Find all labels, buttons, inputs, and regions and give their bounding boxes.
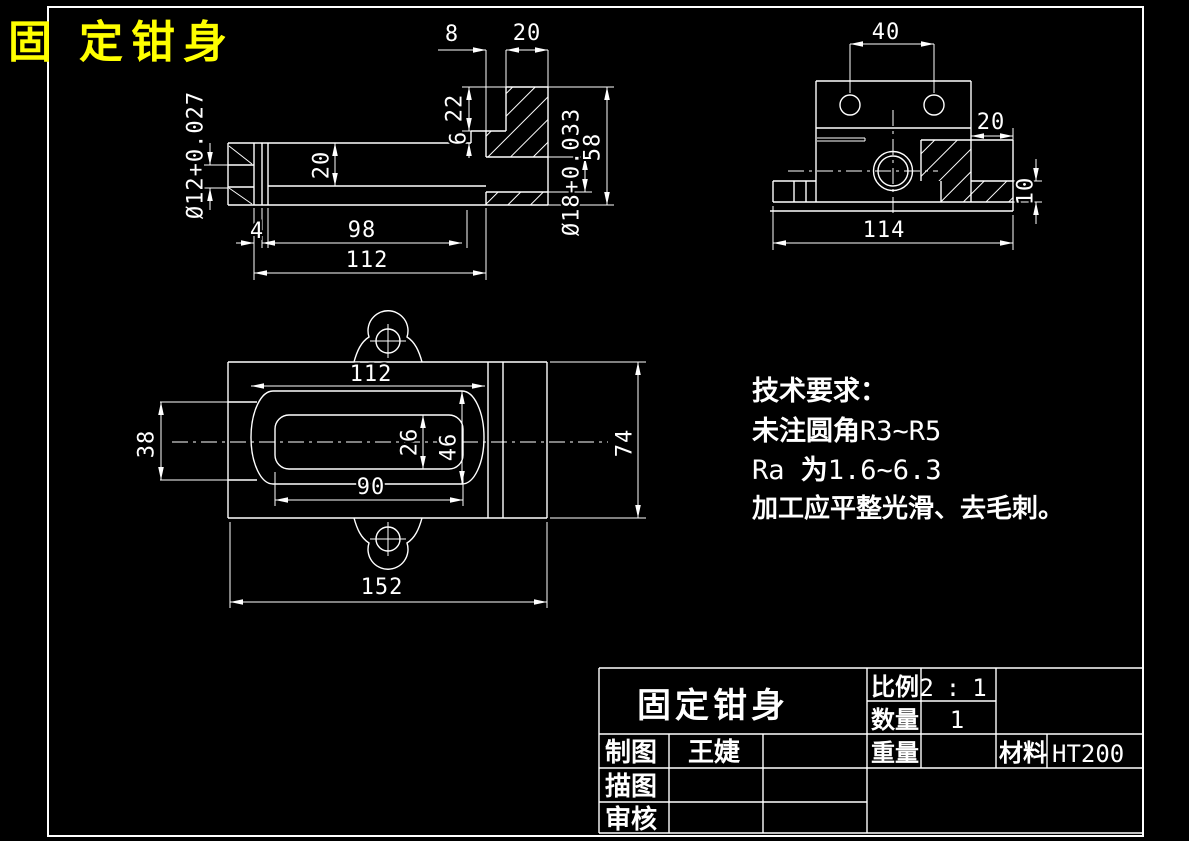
- bottom-lug: [353, 517, 423, 570]
- technical-requirements: 技术要求： 未注圆角R3~R5 Ra 为1.6~6.3 加工应平整光滑、去毛刺。: [752, 376, 1064, 523]
- dim-body-height: 74: [613, 429, 638, 458]
- side-view: 40 20 10 114: [770, 18, 1042, 250]
- dim-inner-length: 98: [348, 218, 377, 243]
- front-part-outline: [227, 86, 549, 206]
- drawn-value: 王婕: [688, 738, 740, 767]
- scale-label: 比例: [871, 674, 919, 701]
- page-title: 固 定钳身: [8, 18, 235, 67]
- dim-notch-depth: 22: [443, 94, 468, 123]
- hatch-area: [486, 131, 548, 157]
- top-lug: [353, 310, 423, 363]
- hatch-area: [486, 192, 548, 205]
- qty-value: 1: [950, 706, 964, 734]
- bolt-hole: [839, 94, 861, 116]
- hatch-area: [506, 87, 548, 131]
- qty-label: 数量: [871, 707, 919, 734]
- title-block-grid: [598, 667, 1144, 834]
- tech-req-ra-label: Ra: [752, 455, 801, 486]
- dim-slot-length: 112: [350, 362, 393, 387]
- tech-req-fillet-cn: 未注圆角: [752, 415, 860, 446]
- tech-req-finish: 加工应平整光滑、去毛刺。: [752, 493, 1064, 523]
- front-section-view: 8 20 22 6 58 Ø18+0.033 Ø12+0.027 20 4 98…: [182, 19, 614, 280]
- dim-overall-width: 114: [863, 218, 906, 243]
- dim-overall-height: 58: [581, 133, 606, 162]
- tech-req-fillet-val: R3~R5: [860, 416, 941, 447]
- dim-opening-width: 38: [135, 430, 160, 459]
- side-part-outline: [770, 80, 1014, 218]
- dim-pin-bore: Ø12+0.027: [184, 91, 209, 219]
- scale-value: 2:1: [919, 674, 998, 702]
- dim-inner-slot-width: 26: [398, 428, 423, 457]
- front-dimensions: 8 20 22 6 58 Ø18+0.033 Ø12+0.027 20 4 98…: [182, 19, 614, 280]
- slot-right-end: [461, 390, 485, 485]
- tech-req-fillet: 未注圆角R3~R5: [752, 415, 941, 447]
- dim-plate-thickness: 4: [250, 219, 264, 244]
- material-value: HT200: [1052, 740, 1124, 768]
- hatch-area: [941, 181, 1013, 202]
- dim-outer-length: 112: [346, 248, 389, 273]
- dim-bore: Ø18+0.033: [560, 108, 585, 236]
- tech-req-ra: Ra 为1.6~6.3: [752, 455, 942, 486]
- dim-channel-height: 20: [310, 151, 335, 180]
- checked-label: 审核: [605, 804, 657, 834]
- dim-boss-width: 20: [513, 21, 542, 46]
- dim-overall-length: 152: [361, 575, 404, 600]
- dim-lip: 6: [447, 131, 472, 145]
- plan-dimensions: 112 38 26 46 90 74 152: [133, 360, 646, 608]
- bolt-hole: [923, 94, 945, 116]
- weight-label: 重量: [871, 740, 919, 767]
- tech-req-heading: 技术要求：: [752, 376, 887, 406]
- dim-notch-width: 8: [445, 22, 459, 47]
- dim-base-height: 10: [1014, 177, 1039, 206]
- dim-step-width: 20: [977, 110, 1006, 135]
- drawing-frame: [47, 6, 1144, 837]
- dim-hole-spacing: 40: [872, 20, 901, 45]
- tech-req-ra-cn: 为: [801, 455, 828, 485]
- side-dimensions: 40 20 10 114: [772, 18, 1042, 250]
- drawn-label: 制图: [605, 738, 657, 767]
- title-block: 固定钳身 比例 2:1 数量 1 重量 材料 HT200 制图 王婕 描图 审核: [598, 667, 1144, 834]
- material-label: 材料: [999, 740, 1047, 767]
- plan-part-outline: [172, 310, 608, 570]
- slot-left-end: [250, 390, 274, 485]
- tech-req-ra-val: 1.6~6.3: [828, 455, 942, 486]
- traced-label: 描图: [605, 772, 657, 801]
- hatch-area: [921, 140, 971, 181]
- plan-view: 112 38 26 46 90 74 152: [133, 310, 646, 608]
- dim-outer-slot-width: 46: [437, 433, 462, 462]
- title-block-part-name: 固定钳身: [637, 687, 789, 725]
- dim-inner-slot-length: 90: [357, 475, 386, 500]
